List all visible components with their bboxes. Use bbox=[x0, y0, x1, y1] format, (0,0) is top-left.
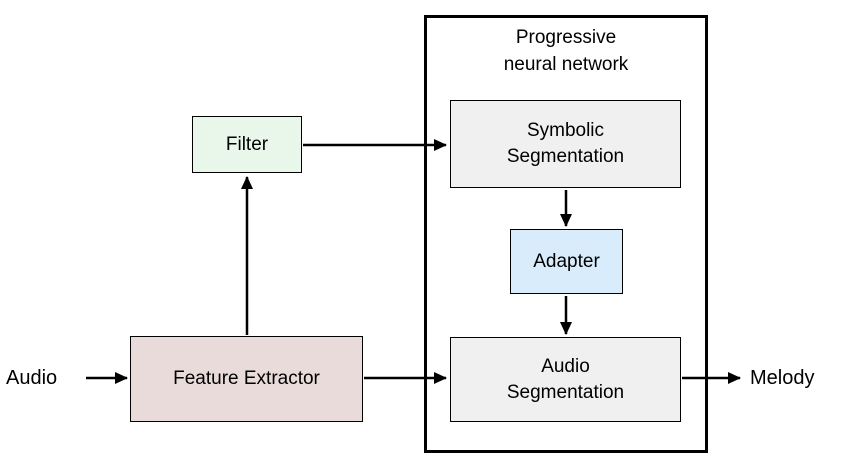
feature-extractor-node: Feature Extractor bbox=[130, 336, 363, 422]
audio-input-label: Audio bbox=[6, 367, 58, 389]
audio-segmentation-node: Audio Segmentation bbox=[450, 337, 681, 422]
adapter-node: Adapter bbox=[510, 229, 623, 294]
symbolic-segmentation-node: Symbolic Segmentation bbox=[450, 100, 681, 188]
filter-node: Filter bbox=[192, 116, 302, 173]
melody-output-label: Melody bbox=[750, 367, 815, 389]
progressive-neural-network-title: Progressive neural network bbox=[503, 27, 629, 75]
